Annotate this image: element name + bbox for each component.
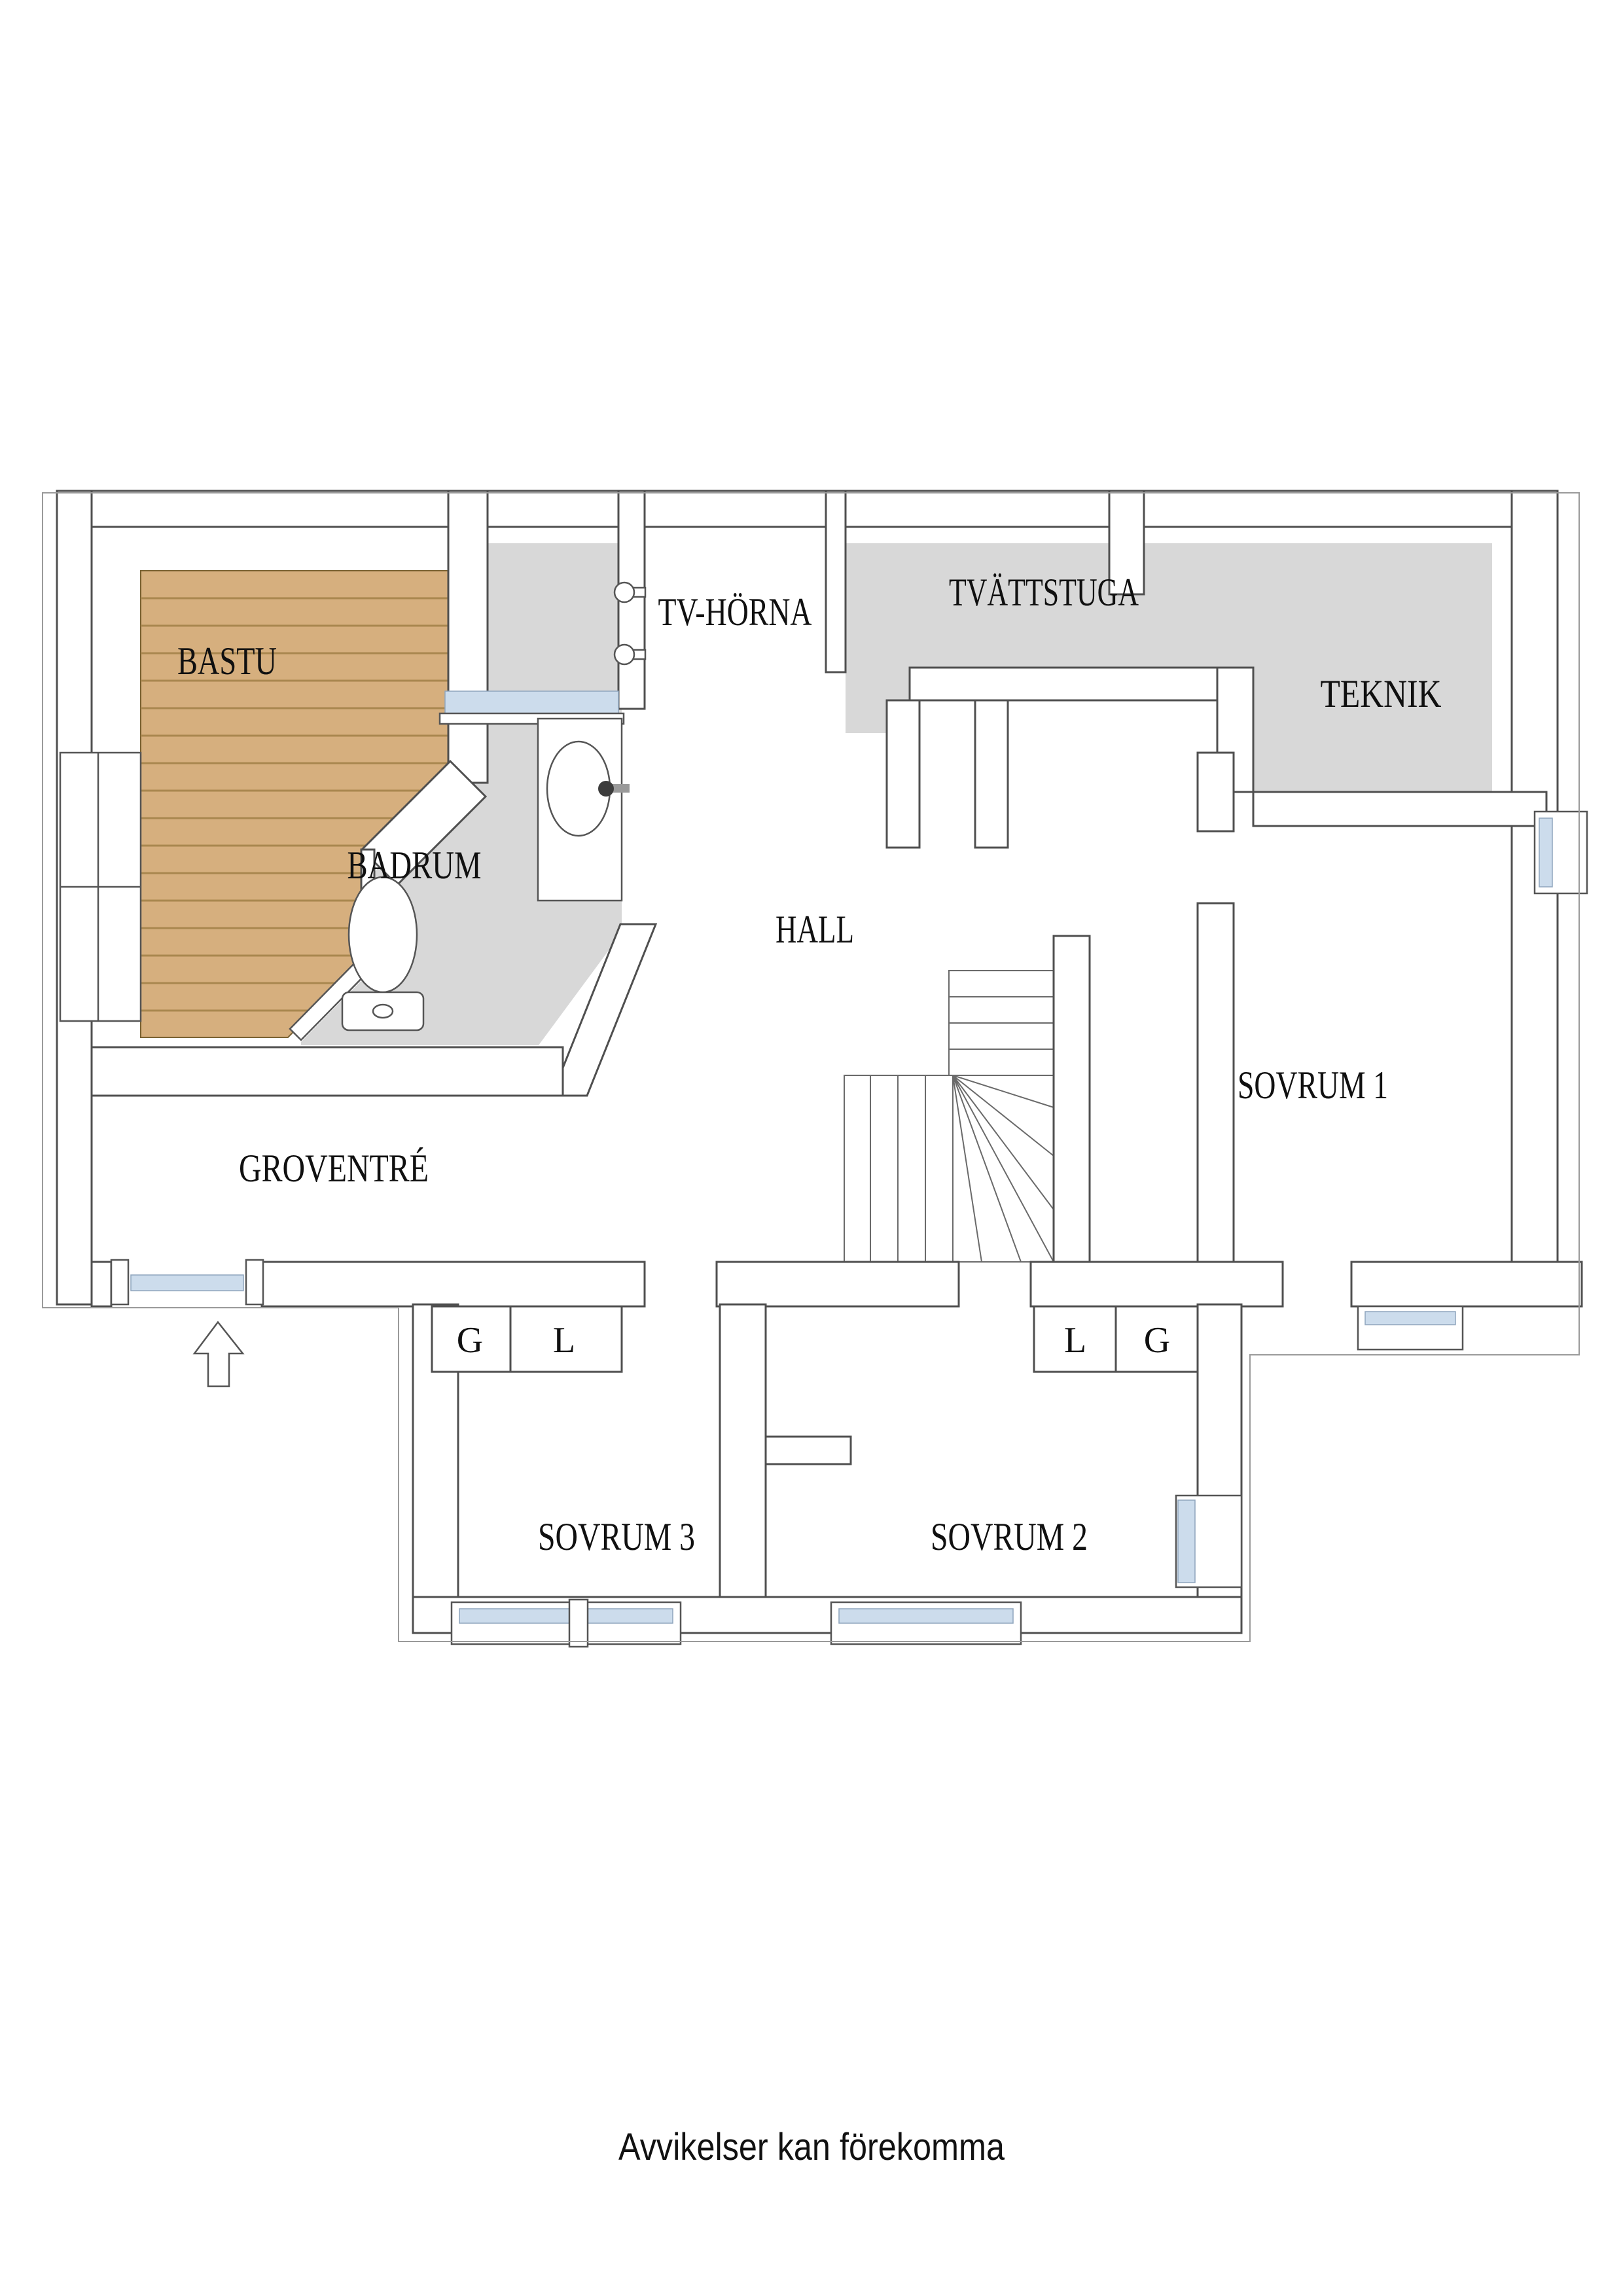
room-label-sovrum3: SOVRUM 3 (538, 1515, 695, 1558)
room-label-groventre: GROVENTRÉ (239, 1147, 429, 1190)
entrance-door (110, 1259, 264, 1306)
cross-wall-seg3 (715, 1261, 960, 1308)
badrum-diagonal-wall (550, 923, 658, 1097)
closet-box-left (431, 1305, 623, 1373)
cross-wall-seg4 (1029, 1261, 1284, 1308)
tv-horna-right-wall (825, 490, 847, 673)
bedroom-divider-wall (719, 1303, 767, 1631)
cross-wall-seg1 (90, 1261, 113, 1308)
shower-icon (438, 691, 625, 725)
closet-label-right-g: G (1144, 1320, 1170, 1361)
laundry-door-stub-left (885, 699, 921, 849)
room-label-bastu: BASTU (177, 639, 277, 683)
shower-head-icon-2 (613, 643, 647, 666)
bastu-right-wall (447, 490, 489, 784)
sauna-bench-icon (59, 751, 142, 1022)
right-wall (1510, 490, 1559, 1308)
room-label-hall: HALL (776, 908, 854, 951)
teknik-bottom-wall (1252, 791, 1548, 827)
sovrum1-left-wall-upper (1196, 751, 1235, 833)
footer-note: Avvikelser kan förekomma (618, 2126, 1005, 2168)
room-label-tv-horna: TV-HÖRNA (658, 590, 812, 634)
stair-side-wall (1052, 935, 1091, 1263)
tvattstuga-bottom-wall (908, 666, 1219, 702)
window-sovrum2-bottom (830, 1601, 1022, 1645)
staircase-icon (844, 970, 1054, 1263)
room-label-teknik: TEKNIK (1321, 672, 1442, 715)
closet-label-left-g: G (457, 1320, 483, 1361)
outer-boundary-line (42, 492, 1580, 1642)
tvattstuga-stub-wall (1108, 490, 1145, 596)
toilet-icon (341, 876, 425, 1031)
sovrum1-left-wall-lower (1196, 902, 1235, 1273)
sauna-plank-lines (141, 597, 448, 1012)
closet-label-left-l: L (553, 1320, 575, 1361)
room-label-badrum: BADRUM (348, 844, 482, 887)
badrum-bottom-wall (90, 1046, 564, 1097)
cross-wall-seg2 (260, 1261, 646, 1308)
top-wall (56, 490, 1548, 528)
laundry-door-stub-right (974, 699, 1009, 849)
closet-label-right-l: L (1064, 1320, 1086, 1361)
window-sovrum3 (450, 1598, 682, 1648)
window-sovrum1-side (1533, 810, 1588, 895)
shower-head-icon (613, 581, 647, 603)
window-sovrum2-side (1175, 1494, 1243, 1588)
sink-icon (537, 717, 630, 902)
room-label-tvattstuga: TVÄTTSTUGA (949, 571, 1139, 614)
divider-door-leaf (764, 1435, 852, 1465)
closet-box-right (1033, 1305, 1199, 1373)
entrance-arrow-icon (192, 1320, 245, 1388)
cross-wall-seg5 (1350, 1261, 1583, 1308)
room-label-sovrum2: SOVRUM 2 (931, 1515, 1088, 1558)
room-label-sovrum1: SOVRUM 1 (1238, 1064, 1388, 1107)
window-sovrum1-bottom (1357, 1305, 1464, 1351)
